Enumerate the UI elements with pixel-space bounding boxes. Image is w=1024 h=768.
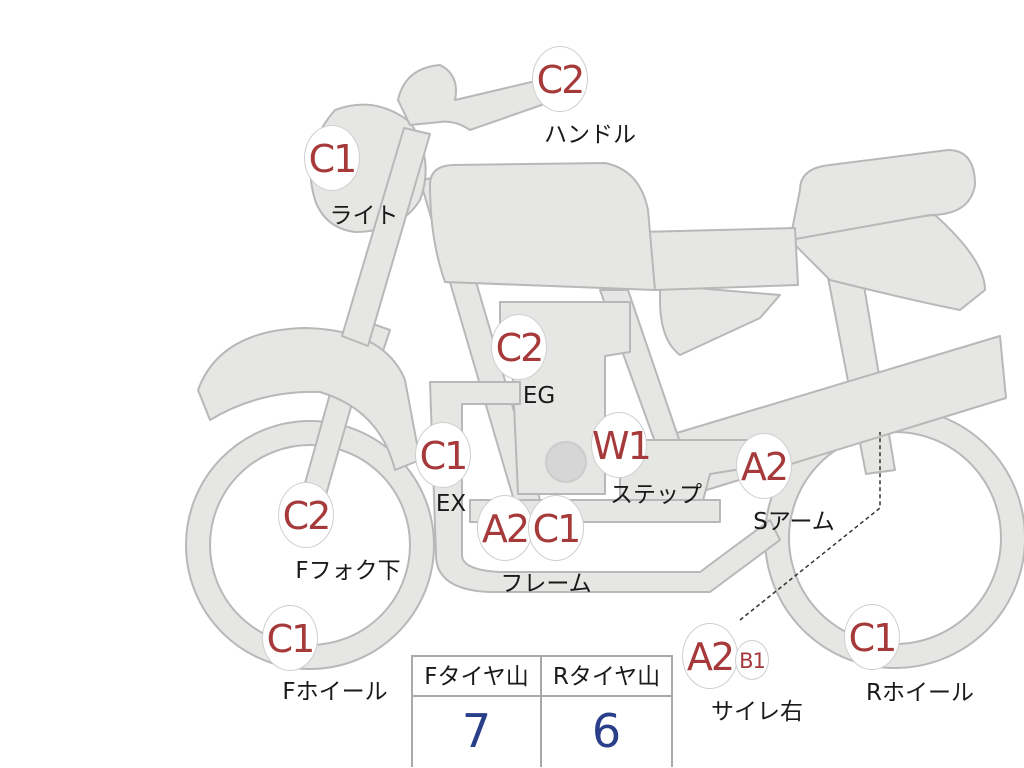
part-label: Rホイール [866, 680, 974, 706]
code-badge: A2 [682, 623, 738, 689]
tire-tread-table: Fタイヤ山 Rタイヤ山 7 6 [411, 655, 673, 767]
part-label: フレーム [500, 571, 592, 597]
marker-step: W1 ステップ [591, 412, 702, 508]
marker-frame-c: C1 フレーム [500, 495, 592, 597]
part-label: Fホイール [282, 679, 388, 705]
part-label: サイレ右 [711, 699, 803, 725]
code-badge: B1 [735, 640, 769, 680]
marker-frame-a: A2 [477, 495, 533, 561]
code-badge: C2 [532, 46, 588, 112]
part-label: EX [435, 491, 467, 517]
part-label: ハンドル [544, 122, 636, 148]
marker-light: C1 ライト [304, 125, 399, 229]
code-badge: C2 [278, 482, 334, 548]
code-badge: C1 [528, 495, 584, 561]
code-badge: A2 [736, 433, 792, 499]
code-badge: C1 [304, 125, 360, 191]
marker-front-wheel: C1 Fホイール [262, 605, 388, 705]
marker-rear-wheel: C1 Rホイール [844, 604, 974, 706]
code-badge: C1 [415, 422, 471, 488]
code-badge: A2 [477, 495, 533, 561]
part-label: EG [522, 383, 556, 409]
code-badge: C2 [491, 314, 547, 380]
marker-muffler-right-b: B1 [735, 640, 769, 680]
code-badge: C1 [262, 605, 318, 671]
rear-tire-value: 6 [591, 704, 622, 758]
marker-muffler-right-a: A2 サイレ右 [682, 623, 803, 725]
marker-handle: C2 ハンドル [532, 46, 636, 148]
marker-exhaust: C1 EX [415, 422, 471, 517]
part-label: Sアーム [753, 509, 835, 535]
code-badge: W1 [591, 412, 652, 478]
part-label: Fフォク下 [295, 558, 401, 584]
marker-fork-lower: C2 Fフォク下 [278, 482, 401, 584]
code-badge: C1 [844, 604, 900, 670]
part-label: ライト [329, 203, 399, 229]
marker-engine: C2 EG [491, 314, 555, 409]
front-tire-value: 7 [413, 697, 542, 767]
front-tire-header: Fタイヤ山 [413, 657, 542, 697]
marker-swingarm: A2 Sアーム [736, 433, 835, 535]
rear-tire-header: Rタイヤ山 [542, 657, 671, 697]
part-label: ステップ [610, 482, 702, 508]
